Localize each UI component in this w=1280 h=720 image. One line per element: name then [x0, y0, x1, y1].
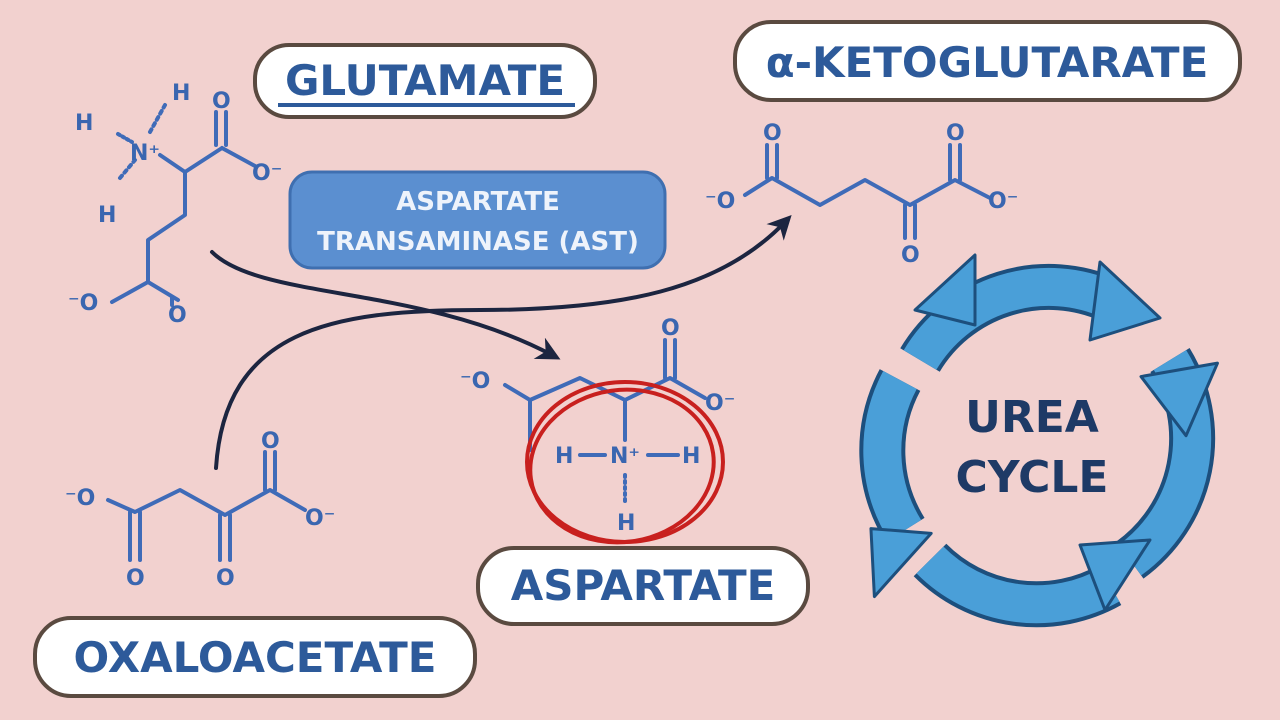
svg-text:H: H	[172, 81, 190, 106]
alpha-ketoglutarate-structure: ⁻O O O O O⁻	[705, 121, 1018, 268]
svg-text:H: H	[555, 444, 573, 469]
svg-text:⁻O: ⁻O	[68, 291, 98, 316]
svg-text:ASPARTATE: ASPARTATE	[511, 561, 776, 610]
svg-text:O: O	[901, 243, 920, 268]
svg-text:⁻O: ⁻O	[705, 189, 735, 214]
glutamate-structure: H H N⁺ H O O⁻ ⁻O O	[68, 81, 282, 328]
svg-text:O: O	[212, 89, 231, 114]
svg-text:UREA: UREA	[965, 392, 1099, 443]
glutamate-to-aspartate-arrow	[210, 250, 561, 360]
oxaloacetate-label: OXALOACETATE	[33, 616, 477, 698]
svg-text:CYCLE: CYCLE	[956, 452, 1109, 503]
svg-text:O: O	[261, 429, 280, 454]
svg-text:O: O	[168, 303, 187, 328]
svg-text:H: H	[617, 511, 635, 536]
svg-text:⁻O: ⁻O	[65, 486, 95, 511]
amino-group-highlight-circle	[525, 380, 725, 545]
svg-text:N⁺: N⁺	[610, 444, 640, 469]
urea-cycle-icon: UREA CYCLE	[859, 253, 1219, 628]
svg-text:O⁻: O⁻	[252, 161, 282, 186]
svg-text:O⁻: O⁻	[988, 189, 1018, 214]
svg-text:H: H	[75, 111, 93, 136]
svg-text:OXALOACETATE: OXALOACETATE	[74, 633, 437, 682]
aspartate-label: ASPARTATE	[476, 546, 810, 626]
svg-text:ASPARTATE: ASPARTATE	[396, 187, 560, 217]
svg-text:O: O	[661, 316, 680, 341]
alpha-ketoglutarate-label: α-KETOGLUTARATE	[733, 20, 1242, 102]
svg-text:α-KETOGLUTARATE: α-KETOGLUTARATE	[766, 38, 1209, 87]
svg-text:O⁻: O⁻	[705, 391, 735, 416]
svg-text:H: H	[682, 444, 700, 469]
svg-text:O: O	[216, 566, 235, 591]
svg-text:O⁻: O⁻	[305, 506, 335, 531]
enzyme-box-ast: ASPARTATE TRANSAMINASE (AST)	[288, 170, 667, 270]
oxaloacetate-structure: ⁻O O O O O⁻	[65, 429, 335, 591]
svg-text:TRANSAMINASE (AST): TRANSAMINASE (AST)	[317, 227, 639, 257]
svg-text:GLUTAMATE: GLUTAMATE	[285, 56, 565, 105]
svg-text:⁻O: ⁻O	[460, 369, 490, 394]
aspartate-structure: ⁻O O O⁻ H N⁺ H H	[460, 316, 735, 536]
oxaloacetate-to-alpha-kg-arrow	[214, 215, 792, 470]
svg-text:H: H	[98, 203, 116, 228]
svg-text:O: O	[126, 566, 145, 591]
svg-text:O: O	[763, 121, 782, 146]
glutamate-label: GLUTAMATE	[253, 43, 597, 119]
svg-text:N⁺: N⁺	[130, 141, 160, 166]
svg-text:O: O	[946, 121, 965, 146]
